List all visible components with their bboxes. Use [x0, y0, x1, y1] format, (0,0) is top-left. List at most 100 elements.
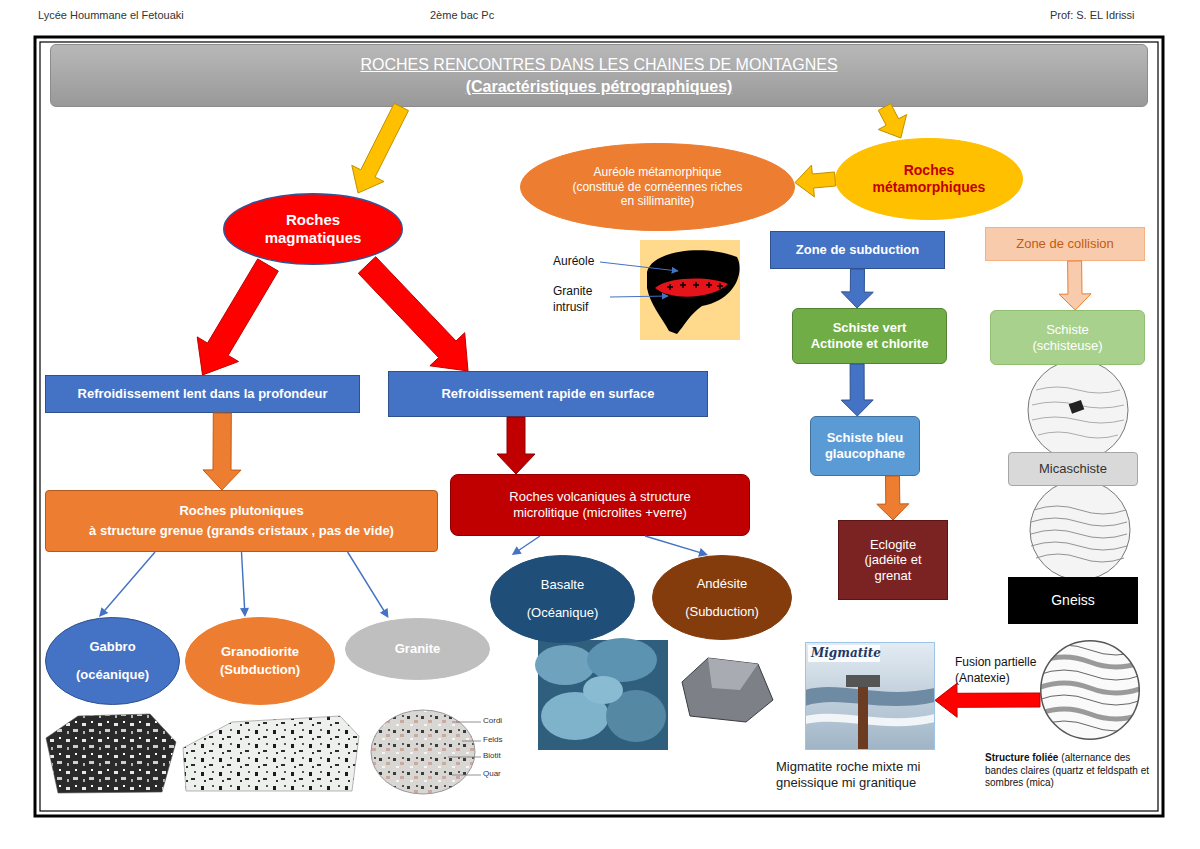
zone-box: Zone de collision — [985, 227, 1145, 261]
rock-box: Schiste vertActinote et chlorite — [792, 308, 947, 364]
block-arrow — [203, 413, 241, 490]
node-text: Andésite — [697, 576, 748, 592]
node-text: Actinote et chlorite — [811, 336, 929, 352]
mineral-label: Biotit — [483, 751, 523, 761]
rock-facet — [708, 658, 758, 690]
dark-band — [805, 687, 935, 706]
ellipse-shape — [224, 194, 403, 265]
rock-type-box: Roches volcaniques à structure microliti… — [450, 474, 750, 536]
arrow-shape — [240, 552, 249, 617]
arrow-shape — [841, 269, 873, 308]
node-text: ROCHES RENCONTRES DANS LES CHAINES DE MO… — [360, 55, 837, 74]
rock-box: Micaschiste — [1008, 452, 1138, 486]
title-strip — [808, 645, 880, 662]
rock-ellipse: Basalte (Océanique) — [490, 555, 635, 643]
gabbro-photo — [46, 714, 176, 793]
node-text: (schisteuse) — [1032, 338, 1102, 354]
basalt-photo — [535, 638, 668, 750]
node-text: (jadéite et grenat — [847, 552, 939, 583]
node-text: Refroidissement rapide en surface — [441, 386, 654, 402]
thin-arrow — [512, 535, 541, 555]
granite-leader-lines — [448, 722, 481, 775]
rock-box: Eclogite(jadéite et grenat — [838, 520, 948, 600]
category-ellipse: Roches métamorphiques — [835, 138, 1023, 220]
node-outline — [652, 555, 792, 640]
leader-arrow — [600, 262, 678, 271]
node-text: Gneiss — [1051, 592, 1095, 609]
node-text: (Subduction) — [220, 662, 300, 678]
arrow-shape — [99, 552, 156, 618]
block-arrow — [352, 103, 409, 193]
block-arrow — [497, 417, 535, 474]
andesite-photo — [682, 658, 773, 722]
node-text: Basalte — [541, 577, 584, 593]
node-text: (Caractéristiques pétrographiques) — [466, 77, 733, 96]
intrusive-granite — [655, 278, 728, 296]
node-text: Schiste bleu — [827, 430, 904, 446]
process-box: Refroidissement rapide en surface — [388, 371, 708, 417]
ellipse-shape — [46, 618, 180, 705]
ellipse-shape — [346, 619, 490, 680]
block-arrow — [878, 104, 906, 138]
arrow-shape — [197, 259, 278, 375]
node-text: Granite — [395, 641, 441, 657]
node-text: (Subduction) — [685, 604, 759, 620]
callout-label: Granite intrusif — [553, 284, 611, 315]
rock-ellipse: Granodiorite(Subduction) — [185, 617, 335, 705]
arrow-shape — [358, 257, 468, 371]
arrow-shape — [1059, 261, 1091, 310]
gneiss-drawing — [1038, 641, 1142, 739]
node-text: Gabbro — [89, 639, 135, 655]
arrow-shape — [645, 535, 708, 556]
pillow-lava — [587, 638, 657, 682]
rock-box: Gneiss — [1008, 577, 1138, 624]
node-text: Refroidissement lent dans la profondeur — [78, 386, 328, 402]
caption-area: Structure foliée(alternance des bandes c… — [985, 752, 1150, 790]
granite-thin-section — [371, 710, 475, 794]
rock-box: Schiste(schisteuse) — [990, 310, 1145, 365]
block-arrow — [841, 364, 873, 416]
thin-arrow — [99, 552, 156, 618]
arrow-shape — [203, 413, 241, 490]
mineral-label: Quar — [483, 769, 523, 779]
node-text: Auréole métamorphique (constitué de corn… — [568, 165, 747, 208]
thin-arrow — [240, 552, 249, 617]
header-text: Lycée Hoummane el Fetouaki — [38, 8, 298, 22]
node-text: Migmatite roche mixte mi gneissique mi g… — [776, 759, 954, 792]
arrow-shape — [877, 476, 909, 520]
photo-frame: Migmatite roche mixte mi gneissique mi g… — [805, 642, 935, 750]
schist-thin-section — [1028, 360, 1128, 460]
page-frame — [40, 42, 1158, 811]
granite-crosses — [667, 282, 723, 290]
node-text: (Océanique) — [527, 605, 599, 621]
aureole-illustration — [600, 240, 740, 340]
mineral-label: Felds — [483, 735, 523, 745]
block-arrow — [877, 476, 909, 520]
node-text: Roches métamorphiques — [865, 162, 993, 196]
hammer-head — [846, 675, 880, 687]
ellipse-shape — [836, 139, 1023, 220]
micaschist-thin-section — [1030, 480, 1130, 580]
pillow-lava — [535, 645, 595, 685]
category-ellipse: Roches magmatiques — [223, 193, 403, 265]
node-text: Migmatite — [811, 646, 881, 660]
node-outline — [45, 617, 180, 705]
block-arrow — [795, 165, 836, 197]
mineral-lines — [1032, 387, 1124, 438]
node-text: Zone de subduction — [796, 242, 920, 258]
thin-arrow — [347, 552, 389, 618]
node-text: Micaschiste — [1039, 461, 1107, 477]
node-text: Eclogite — [870, 537, 916, 553]
leader-line — [462, 741, 481, 742]
arrow-shape — [352, 103, 409, 193]
header-text: Prof: S. EL Idrissi — [1050, 8, 1165, 22]
leader-line — [448, 757, 481, 758]
hammer-handle — [858, 680, 868, 750]
ellipse-shape — [186, 618, 335, 705]
node-outline — [1040, 640, 1140, 740]
migmatite-photo — [805, 642, 935, 750]
mineral-lines — [1031, 506, 1127, 562]
info-ellipse: Auréole métamorphique (constitué de corn… — [520, 143, 795, 231]
granodiorite-photo — [183, 716, 359, 791]
